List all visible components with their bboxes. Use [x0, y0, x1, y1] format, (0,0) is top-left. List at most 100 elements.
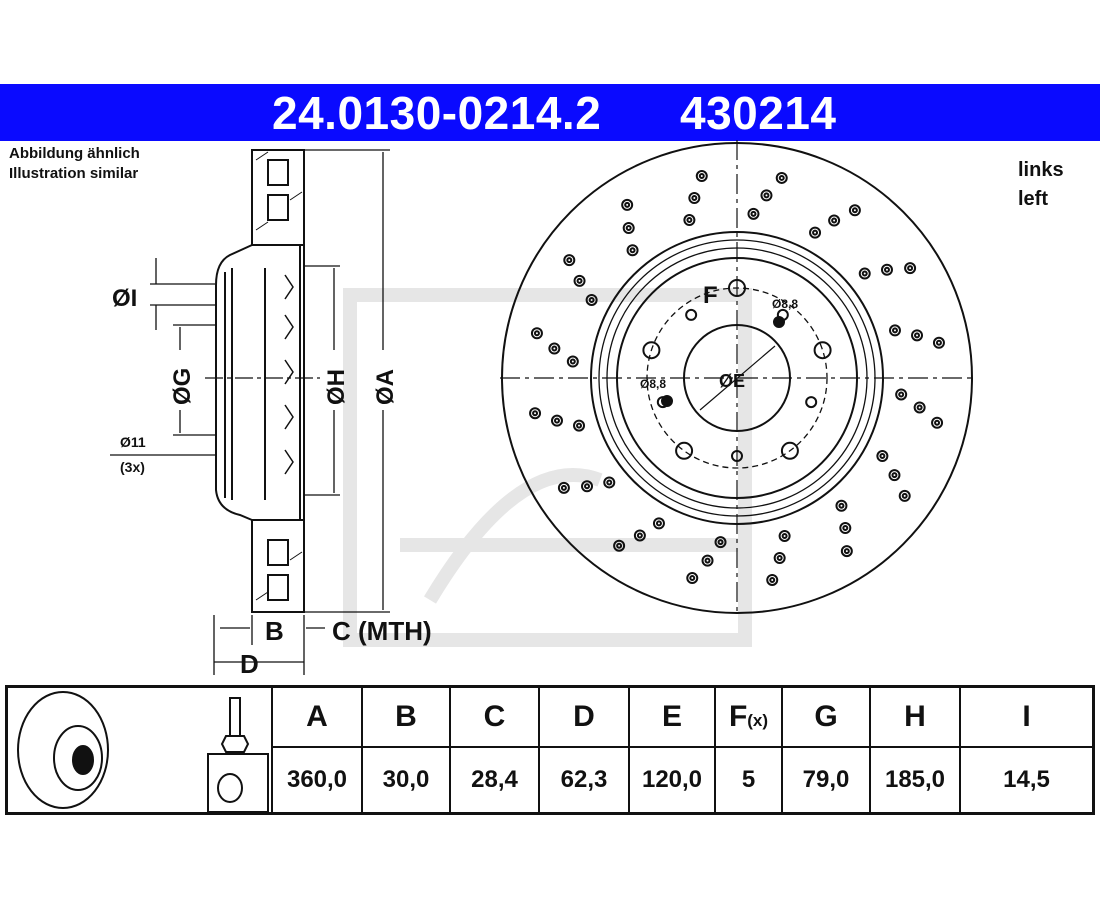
drill-hole-inner — [812, 229, 819, 236]
bolt-hole — [780, 441, 799, 460]
value-d: 62,3 — [538, 746, 630, 815]
bolt-hole — [642, 341, 661, 360]
label-dim-f: F — [703, 282, 718, 309]
drill-hole-inner — [576, 422, 583, 429]
drill-hole — [747, 207, 760, 220]
drill-hole — [585, 293, 598, 306]
drill-hole-inner — [560, 484, 567, 491]
drill-hole — [573, 419, 586, 432]
drill-hole-inner — [576, 277, 583, 284]
drill-hole — [530, 327, 543, 340]
col-header-f: F(x) — [714, 685, 783, 748]
drill-hole-inner — [698, 173, 705, 180]
drill-hole — [911, 329, 924, 342]
drill-hole — [613, 539, 626, 552]
drill-hole — [760, 189, 773, 202]
drill-hole — [621, 198, 634, 211]
value-a: 360,0 — [271, 746, 363, 815]
col-header-h: H — [869, 685, 961, 748]
drill-hole-inner — [763, 192, 770, 199]
drill-hole — [622, 222, 635, 235]
col-header-b: B — [361, 685, 451, 748]
drill-hole — [858, 267, 871, 280]
drill-hole-inner — [717, 539, 724, 546]
bolt-hole — [675, 441, 694, 460]
label-small-hole-1: Ø8,8 — [772, 297, 798, 311]
technical-drawing: ØI ØG ØH ØA Ø11 (3x) B C (MTH) D F ØE Ø8… — [110, 140, 975, 679]
drill-hole — [913, 401, 926, 414]
drill-hole-inner — [861, 270, 868, 277]
value-c: 28,4 — [449, 746, 540, 815]
drill-hole — [566, 355, 579, 368]
label-dim-d: D — [240, 649, 259, 679]
drill-hole-inner — [691, 194, 698, 201]
front-view — [500, 140, 975, 615]
value-g: 79,0 — [781, 746, 871, 815]
drill-hole-inner — [851, 207, 858, 214]
drill-hole-inner — [551, 345, 558, 352]
label-dim-c: C (MTH) — [332, 616, 432, 646]
drill-hole — [840, 545, 853, 558]
value-e: 120,0 — [628, 746, 716, 815]
drill-hole — [701, 554, 714, 567]
drill-hole-inner — [901, 492, 908, 499]
drill-hole-inner — [879, 453, 886, 460]
col-header-f-letter: F — [728, 700, 748, 733]
value-i: 14,5 — [959, 746, 1095, 815]
drill-hole — [904, 262, 917, 275]
header-bar: 24.0130-0214.2 430214 — [0, 84, 1100, 141]
drill-hole — [695, 170, 708, 183]
drill-hole-inner — [916, 404, 923, 411]
drill-hole — [581, 480, 594, 493]
drill-hole-inner — [686, 217, 693, 224]
drill-hole — [683, 214, 696, 227]
value-f: 5 — [714, 746, 783, 815]
value-h: 185,0 — [869, 746, 961, 815]
spec-table: A B C D E F(x) G H I 360,0 30,0 28,4 62,… — [5, 685, 1095, 815]
drill-hole-inner — [778, 174, 785, 181]
side-section-view — [215, 149, 305, 613]
note-en: Illustration similar — [9, 165, 139, 182]
drill-hole — [839, 521, 852, 534]
drill-hole — [888, 324, 901, 337]
drill-hole-inner — [898, 391, 905, 398]
label-hole-count: (3x) — [120, 459, 145, 475]
drill-hole-inner — [935, 339, 942, 346]
drill-hole — [880, 263, 893, 276]
label-dim-a: ØA — [372, 369, 399, 405]
col-header-a: A — [271, 685, 363, 748]
drill-hole — [686, 572, 699, 585]
product-thumbnails — [5, 685, 273, 815]
drill-hole — [557, 481, 570, 494]
drill-hole — [766, 573, 779, 586]
small-hole — [661, 395, 673, 407]
drill-hole-inner — [566, 257, 573, 264]
drill-hole-inner — [532, 410, 539, 417]
drill-hole — [529, 407, 542, 420]
drill-hole — [888, 469, 901, 482]
part-number: 24.0130-0214.2 — [272, 87, 602, 139]
drill-hole-inner — [769, 576, 776, 583]
drill-hole-inner — [883, 266, 890, 273]
value-b: 30,0 — [361, 746, 451, 815]
disc-thumbnail-icon — [17, 691, 109, 809]
drill-hole — [633, 529, 646, 542]
drill-hole — [773, 552, 786, 565]
drill-hole — [775, 171, 788, 184]
drill-hole — [931, 416, 944, 429]
label-small-hole-2: Ø8,8 — [640, 377, 666, 391]
drill-hole-inner — [891, 327, 898, 334]
drill-hole — [603, 476, 616, 489]
drill-hole-inner — [842, 524, 849, 531]
drill-hole-inner — [838, 502, 845, 509]
drill-hole-inner — [616, 542, 623, 549]
drill-hole — [626, 244, 639, 257]
drill-hole-inner — [914, 332, 921, 339]
drill-hole-inner — [750, 210, 757, 217]
small-hole — [773, 316, 785, 328]
col-header-g: G — [781, 685, 871, 748]
side-en: left — [1018, 188, 1048, 210]
drill-hole-inner — [831, 217, 838, 224]
label-dim-i: ØI — [112, 285, 137, 312]
col-header-d: D — [538, 685, 630, 748]
